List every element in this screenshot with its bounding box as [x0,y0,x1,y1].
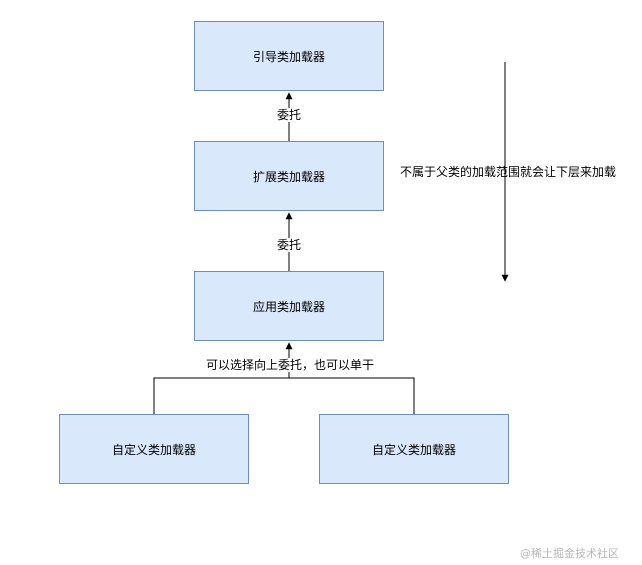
node-application-label: 应用类加载器 [252,299,325,314]
node-custom-left-label: 自定义类加载器 [111,442,196,457]
node-extension-label: 扩展类加载器 [252,169,325,184]
node-custom-right-label: 自定义类加载器 [371,442,456,457]
node-bootstrap-label: 引导类加载器 [252,49,325,64]
node-bootstrap-loader: 引导类加载器 [194,21,384,91]
edge-label-custom: 可以选择向上委托，也可以单干 [206,358,375,372]
edge-custom-left-to-application [153,377,289,414]
node-application-loader: 应用类加载器 [194,271,384,341]
edge-custom-right-to-application [289,377,415,414]
watermark: @稀土掘金技术社区 [520,547,619,560]
node-custom-loader-right: 自定义类加载器 [319,414,509,484]
node-extension-loader: 扩展类加载器 [194,141,384,211]
edge-label-delegate-2: 委托 [277,238,302,252]
note-text: 不属于父类的加载范围就会让下层来加载 [400,165,617,179]
edge-label-delegate-1: 委托 [277,108,302,122]
node-custom-loader-left: 自定义类加载器 [59,414,249,484]
